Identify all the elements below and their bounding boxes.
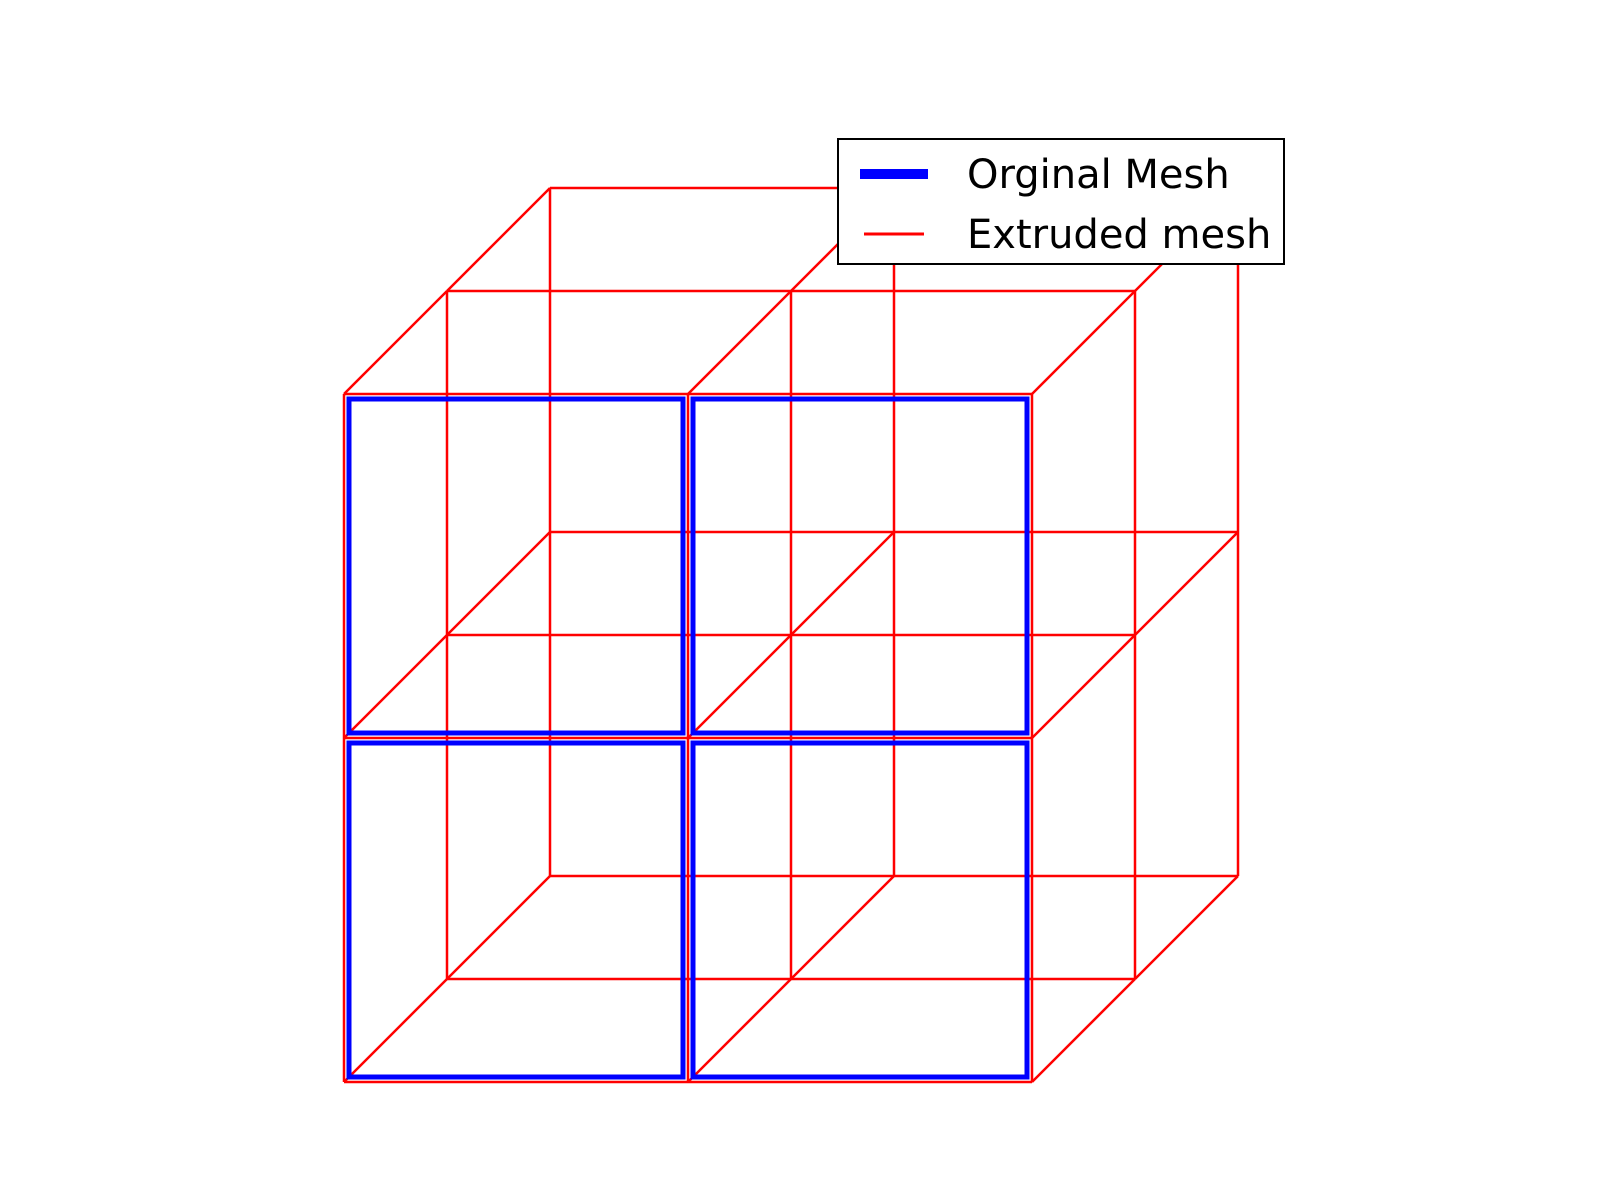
extruded-edge: [1031, 290, 1136, 395]
original-mesh-cell: [346, 396, 686, 736]
extruded-edge: [343, 634, 448, 739]
extruded-edge: [687, 290, 792, 395]
legend-label-extruded-mesh: Extruded mesh: [967, 212, 1271, 258]
extruded-edge: [1134, 531, 1239, 636]
extruded-edge: [790, 875, 895, 980]
extruded-edge: [446, 875, 551, 980]
original-mesh-wireframe: [346, 396, 1030, 1080]
legend-box: [837, 138, 1285, 265]
extruded-edge: [790, 531, 895, 636]
original-mesh-cell: [690, 740, 1030, 1080]
extruded-edge: [446, 187, 551, 292]
extruded-mesh-wireframe: [342, 186, 1240, 1084]
extruded-edge: [687, 634, 792, 739]
legend-label-original-mesh: Orginal Mesh: [967, 152, 1230, 198]
extruded-edge: [343, 978, 448, 1083]
legend: Orginal Mesh Extruded mesh: [837, 138, 1285, 265]
extruded-edge: [1031, 978, 1136, 1083]
extruded-edge: [343, 290, 448, 395]
original-mesh-cell: [346, 740, 686, 1080]
extruded-edge: [1134, 875, 1239, 980]
extruded-edge: [446, 531, 551, 636]
extruded-edge: [1031, 634, 1136, 739]
original-mesh-cell: [690, 396, 1030, 736]
extruded-edge: [687, 978, 792, 1083]
